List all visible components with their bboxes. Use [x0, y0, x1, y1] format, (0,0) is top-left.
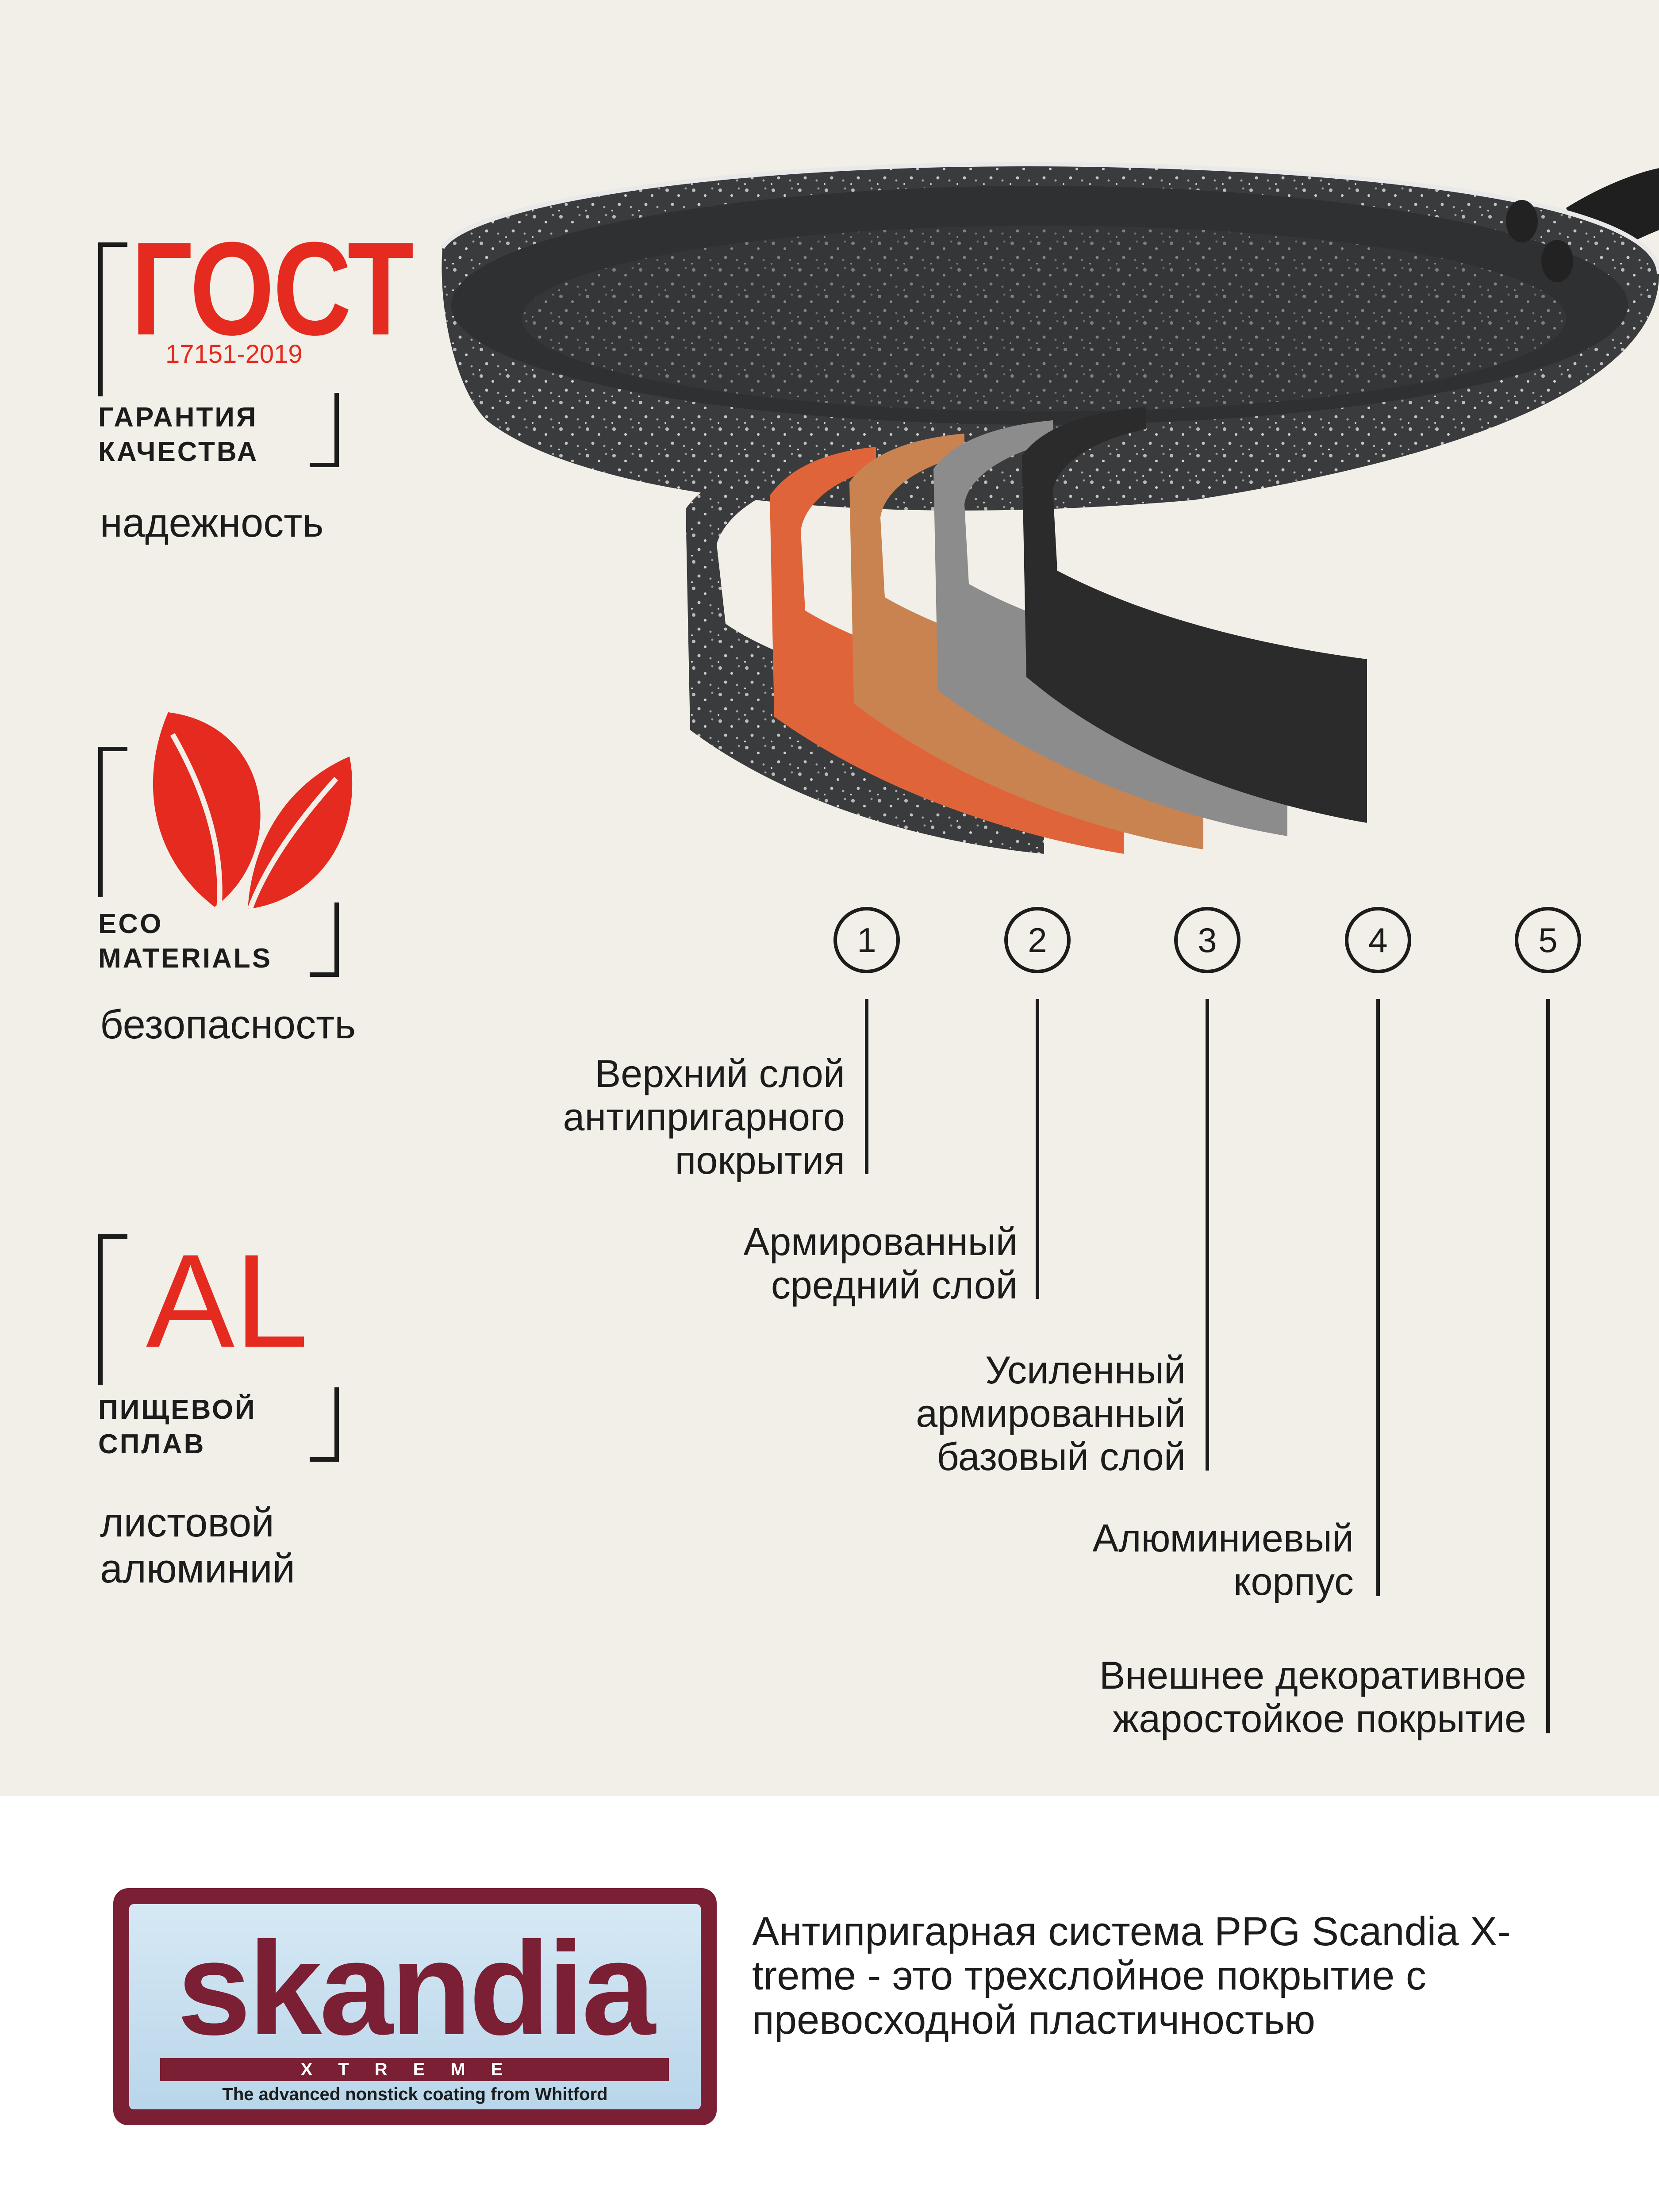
layer-1-leader-line — [865, 999, 868, 1174]
layer-3-label: Усиленный армированный базовый слой — [916, 1348, 1186, 1479]
al-bracket-top — [98, 1234, 127, 1385]
gost-code: 17151-2019 — [165, 340, 303, 369]
gost-bracket-top — [98, 242, 127, 396]
layer-4-label: Алюминиевый корпус — [1092, 1516, 1354, 1603]
logo-wordmark: skandia — [177, 1914, 655, 2062]
gost-feature: надежность — [100, 500, 324, 545]
frying-pan-illustration — [442, 164, 1659, 854]
eco-bracket-bottom — [310, 902, 339, 977]
layer-2-number: 2 — [1004, 907, 1071, 973]
layer-5-leader-line — [1546, 999, 1550, 1733]
al-feature: листовой алюминий — [100, 1500, 296, 1591]
coating-description: Антипригарная система PPG Scandia X-trem… — [752, 1909, 1511, 2043]
layer-3-leader-line — [1206, 999, 1209, 1471]
gost-caption: ГАРАНТИЯ КАЧЕСТВА — [98, 402, 259, 467]
layer-5-number: 5 — [1515, 907, 1581, 973]
al-title: AL — [146, 1226, 308, 1375]
eco-feature: безопасность — [100, 1002, 356, 1047]
layers-cutaway — [686, 407, 1367, 854]
layer-1-label: Верхний слой антипригарного покрытия — [563, 1052, 845, 1182]
layer-3-number: 3 — [1174, 907, 1240, 973]
layer-2-label: Армированный средний слой — [743, 1220, 1018, 1307]
layer-4-number: 4 — [1345, 907, 1411, 973]
layer-2-leader-line — [1036, 999, 1039, 1299]
skandia-logo: skandia XTREME The advanced nonstick coa… — [113, 1888, 717, 2125]
leaves-icon — [153, 712, 353, 910]
eco-bracket-top — [98, 747, 127, 897]
gost-title: ГОСТ — [131, 214, 414, 363]
logo-subbrand: XTREME — [160, 2058, 669, 2081]
al-bracket-bottom — [310, 1387, 339, 1462]
layer-1-number: 1 — [833, 907, 900, 973]
gost-bracket-bottom — [310, 393, 339, 467]
layer-5-label: Внешнее декоративное жаростойкое покрыти… — [1099, 1653, 1526, 1740]
eco-caption: ECO MATERIALS — [98, 909, 273, 974]
al-caption: ПИЩЕВОЙ СПЛАВ — [98, 1394, 257, 1459]
layer-4-leader-line — [1376, 999, 1380, 1596]
logo-tagline: The advanced nonstick coating from Whitf… — [222, 2085, 608, 2104]
